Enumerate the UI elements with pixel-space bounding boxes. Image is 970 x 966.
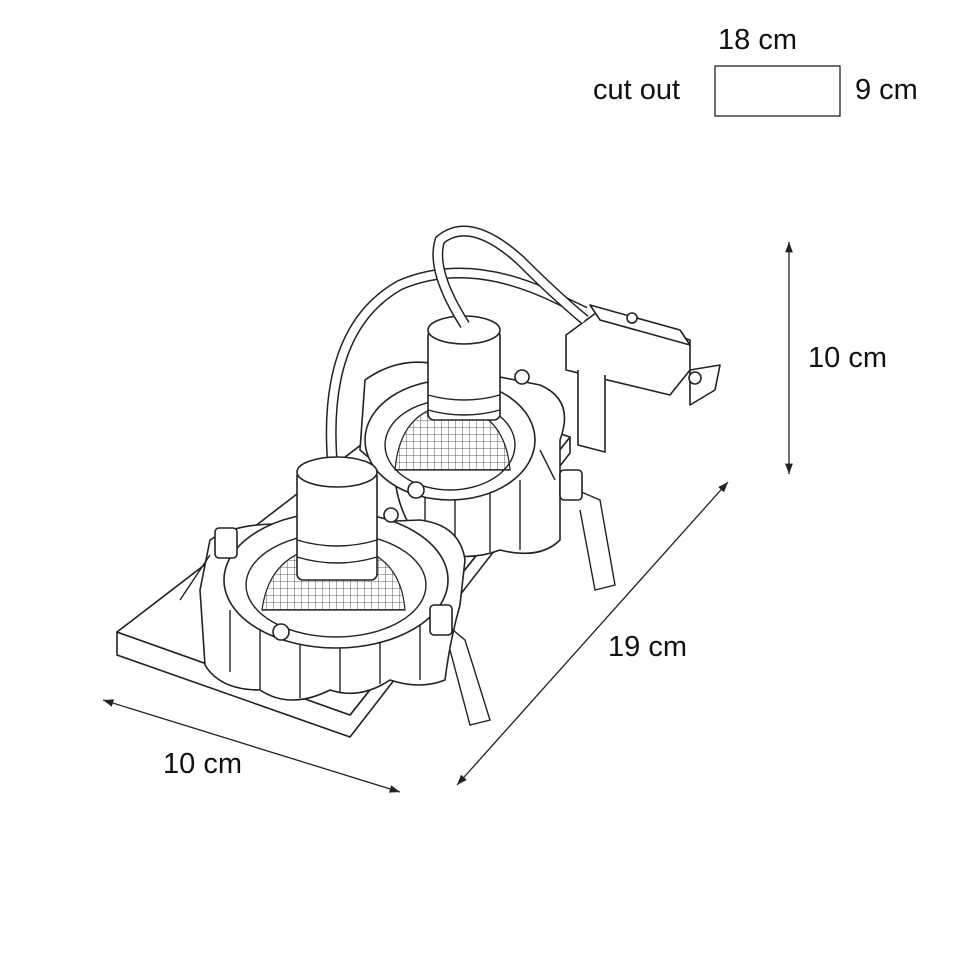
cutout-width-label: 18 cm — [718, 24, 797, 56]
driver-box — [565, 304, 721, 453]
cables — [325, 225, 589, 471]
rear-lamp-housing — [359, 315, 566, 558]
spring-clips — [179, 449, 616, 726]
length-arrow — [456, 481, 729, 786]
cutout-height-label: 9 cm — [855, 74, 918, 106]
width-arrow — [102, 699, 401, 793]
cutout-label: cut out — [593, 74, 681, 106]
height-dimension-label: 10 cm — [808, 342, 887, 374]
front-lamp-housing — [199, 456, 466, 701]
cutout-rectangle — [714, 65, 841, 117]
